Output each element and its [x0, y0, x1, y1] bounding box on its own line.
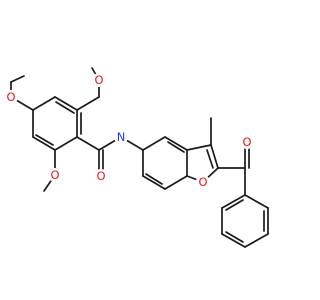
molecule-structure: O O O O N O O	[4, 67, 269, 248]
atom-o-amide: O	[94, 169, 108, 183]
nitrogen-label: N	[117, 130, 126, 144]
atom-n-amide: N	[114, 130, 128, 144]
oxygen-label: O	[198, 175, 207, 189]
oxygen-label: O	[94, 73, 103, 87]
oxygen-label: O	[242, 135, 251, 149]
atom-o-furan: O	[196, 175, 210, 189]
oxygen-label: O	[6, 90, 15, 104]
atom-o-ketone: O	[240, 135, 254, 149]
bond-layer	[10, 67, 269, 248]
atom-o-methoxy-bottom: O	[48, 168, 62, 182]
atom-o-methoxy-mid: O	[4, 90, 18, 104]
oxygen-label: O	[96, 169, 105, 183]
atom-layer: O O O O N O O	[4, 73, 254, 189]
atom-o-methoxy-top: O	[92, 73, 106, 87]
oxygen-label: O	[50, 168, 59, 182]
